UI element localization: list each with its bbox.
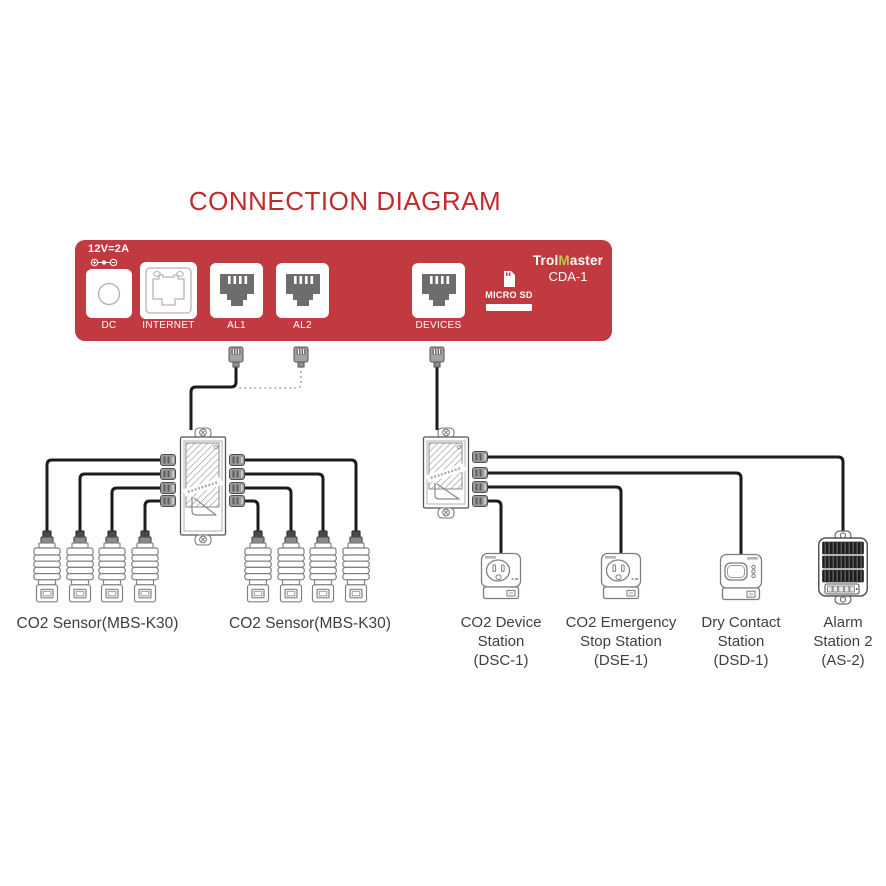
cables — [45, 366, 845, 557]
micro-sd-icon — [504, 271, 515, 287]
dsd1-label-line1: Dry Contact — [701, 614, 781, 631]
dsc1-label-line2: Station — [477, 633, 525, 650]
cable-sensor-8 — [245, 499, 260, 531]
cable-sensor-7 — [245, 486, 293, 531]
splitter-right-port-stub — [472, 495, 488, 507]
al1-port-label: AL1 — [227, 320, 246, 331]
sensor-group-left-label: CO2 Sensor(MBS-K30) — [16, 615, 179, 632]
internet-port-label: INTERNET — [142, 320, 195, 331]
cable-device-station — [488, 499, 503, 556]
brand-logo: TrolMaster — [530, 253, 606, 268]
as2-label-line2: Station 2 — [813, 633, 873, 650]
dsc1-label-line3: (DSC-1) — [473, 652, 529, 669]
dc-port-label: DC — [101, 320, 117, 331]
dsc1-label-line1: CO2 Device — [460, 614, 542, 631]
page-title: CONNECTION DIAGRAM — [188, 186, 502, 216]
al2-plug — [293, 346, 309, 368]
cable-al2-dashed — [237, 366, 302, 389]
al2-port-label: AL2 — [293, 320, 312, 331]
micro-sd-label: MICRO SD — [485, 290, 533, 300]
cable-sensor-3 — [110, 486, 161, 531]
power-rating-label: 12V=2A — [88, 243, 130, 255]
cable-sensor-5 — [245, 458, 358, 531]
rj11-jack-icon — [285, 273, 320, 306]
splitter-left — [179, 427, 227, 546]
brand-block: TrolMaster CDA-1 — [530, 253, 606, 284]
model-number: CDA-1 — [548, 269, 588, 284]
co2-sensor — [244, 530, 272, 603]
al1-plug — [228, 346, 244, 368]
rj11-jack-icon — [421, 273, 456, 306]
devices-plug — [429, 346, 445, 368]
dsc1-label: CO2 Device Station (DSC-1) — [436, 613, 566, 670]
splitter-right — [422, 427, 470, 519]
brand-m: M — [558, 253, 570, 268]
splitter-left-port-stub — [229, 495, 245, 507]
rj45-jack-icon — [145, 267, 192, 314]
al1-port — [210, 263, 263, 318]
dse1-label: CO2 Emergency Stop Station (DSE-1) — [546, 613, 696, 670]
cda1-controller-panel: 12V=2A DC INTERNET — [75, 240, 612, 341]
cable-sensor-6 — [245, 472, 325, 531]
splitter-left-port-stub — [160, 495, 176, 507]
splitter-left-port-stub — [160, 454, 176, 466]
dsd1-label: Dry Contact Station (DSD-1) — [676, 613, 806, 670]
splitter-right-port-stub — [472, 467, 488, 479]
alarm-station-2 — [818, 530, 868, 605]
cable-sensor-4 — [143, 499, 161, 531]
co2-sensor — [342, 530, 370, 603]
internet-port — [140, 262, 197, 319]
cable-dry-contact — [488, 471, 743, 557]
co2-device-station — [480, 552, 522, 600]
co2-sensor — [277, 530, 305, 603]
brand-pre: Trol — [532, 253, 559, 268]
dse1-label-line2: Stop Station — [580, 633, 662, 650]
devices-port — [412, 263, 465, 318]
cable-alarm-station — [488, 455, 845, 537]
as2-label-line3: (AS-2) — [821, 652, 865, 669]
dse1-label-line3: (DSE-1) — [593, 652, 649, 669]
co2-sensor — [98, 530, 126, 603]
splitter-left-port-stub — [229, 482, 245, 494]
polarity-icon — [90, 258, 118, 267]
splitter-right-port-stub — [472, 481, 488, 493]
dry-contact-station — [719, 553, 763, 601]
splitter-left-port-stub — [229, 468, 245, 480]
splitter-left-port-stub — [160, 482, 176, 494]
splitter-right-port-stub — [472, 451, 488, 463]
co2-sensor — [309, 530, 337, 603]
dsd1-label-line2: Station — [717, 633, 765, 650]
rj11-jack-icon — [219, 273, 254, 306]
cable-sensor-1 — [45, 458, 161, 531]
brand-post: aster — [569, 253, 604, 268]
devices-port-label: DEVICES — [415, 320, 462, 331]
co2-sensor — [33, 530, 61, 603]
co2-emergency-stop-station — [600, 552, 642, 600]
as2-label: Alarm Station 2 (AS-2) — [778, 613, 886, 670]
co2-sensor — [131, 530, 159, 603]
co2-sensor — [66, 530, 94, 603]
splitter-left-port-stub — [229, 454, 245, 466]
splitter-left-port-stub — [160, 468, 176, 480]
micro-sd-slot — [486, 304, 532, 311]
dse1-label-line1: CO2 Emergency — [565, 614, 677, 631]
dc-port — [86, 269, 132, 318]
dsd1-label-line3: (DSD-1) — [713, 652, 769, 669]
cable-sensor-2 — [78, 472, 161, 531]
as2-label-line1: Alarm — [823, 614, 863, 631]
cable-emergency-stop — [488, 485, 623, 556]
dc-jack-icon — [97, 282, 121, 305]
sensor-group-right-label: CO2 Sensor(MBS-K30) — [229, 615, 391, 632]
al2-port — [276, 263, 329, 318]
cable-al1-to-splitter — [189, 366, 238, 430]
